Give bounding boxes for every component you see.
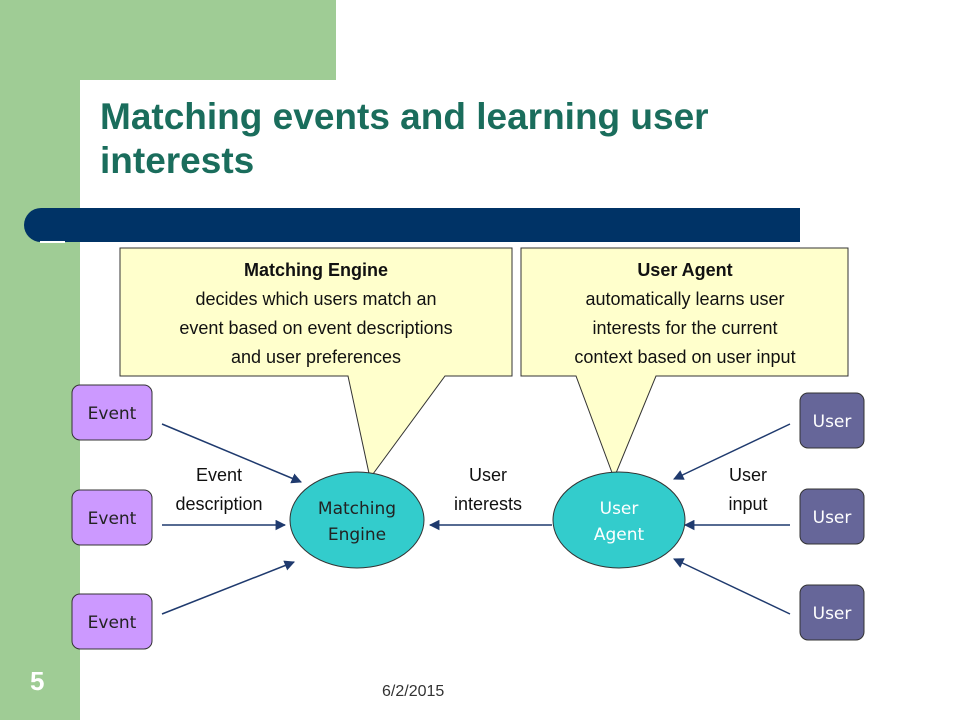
- matching-engine-node-line-2: Engine: [328, 525, 386, 545]
- event-description-line-2: description: [175, 494, 262, 514]
- user-interests-line-2: interests: [454, 494, 522, 514]
- user-box: User: [799, 392, 865, 449]
- arrow-event1-to-engine: [161, 423, 302, 484]
- title-bar-notch: [40, 241, 65, 243]
- event-box-label: Event: [88, 613, 137, 633]
- slide-number: 5: [30, 666, 45, 696]
- matching-engine-callout-line: and user preferences: [231, 347, 401, 367]
- event-box: Event: [71, 489, 153, 546]
- matching-engine-callout-shape: [119, 247, 513, 480]
- user-agent-callout-shape: [520, 247, 849, 480]
- user-agent-node-line-2: Agent: [594, 525, 645, 545]
- matching-engine-node: Matching Engine: [289, 471, 425, 569]
- event-box-label: Event: [88, 404, 137, 424]
- user-interests-label: User interests: [454, 465, 522, 514]
- matching-engine-callout: Matching Engine decides which users matc…: [119, 247, 513, 480]
- user-agent-callout-line: interests for the current: [592, 318, 777, 338]
- user-agent-callout-heading: User Agent: [637, 260, 732, 280]
- user-input-line-1: User: [729, 465, 767, 485]
- event-description-line-1: Event: [196, 465, 242, 485]
- event-box: Event: [71, 593, 153, 650]
- user-agent-callout-line: context based on user input: [574, 347, 795, 367]
- user-box: User: [799, 488, 865, 545]
- user-box-label: User: [813, 412, 852, 432]
- matching-engine-callout-heading: Matching Engine: [244, 260, 388, 280]
- arrow-user1-to-agent: [673, 423, 791, 480]
- slide-title-line-1: Matching events and learning user: [100, 96, 709, 137]
- matching-engine-callout-line: event based on event descriptions: [179, 318, 452, 338]
- user-box: User: [799, 584, 865, 641]
- matching-engine-node-line-1: Matching: [318, 499, 396, 519]
- user-agent-node: User Agent: [552, 471, 686, 569]
- event-description-label: Event description: [175, 465, 262, 514]
- arrow-event3-to-engine: [161, 560, 295, 615]
- user-agent-node-line-1: User: [600, 499, 639, 519]
- user-box-label: User: [813, 508, 852, 528]
- user-input-label: User input: [728, 465, 767, 514]
- slide-title: Matching events and learning user intere…: [100, 95, 860, 183]
- arrow-user3-to-agent: [673, 558, 791, 615]
- title-underline-bar: [24, 208, 800, 242]
- slide-date: 6/2/2015: [382, 683, 445, 700]
- matching-engine-callout-line: decides which users match an: [195, 289, 436, 309]
- arrows: [161, 423, 791, 615]
- event-box-label: Event: [88, 509, 137, 529]
- user-agent-callout: User Agent automatically learns user int…: [520, 247, 849, 480]
- user-agent-callout-line: automatically learns user: [585, 289, 784, 309]
- sidebar-green-left: [0, 0, 80, 720]
- slide-title-line-2: interests: [100, 140, 255, 181]
- user-input-line-2: input: [728, 494, 767, 514]
- user-box-label: User: [813, 604, 852, 624]
- user-interests-line-1: User: [469, 465, 507, 485]
- event-box: Event: [71, 384, 153, 441]
